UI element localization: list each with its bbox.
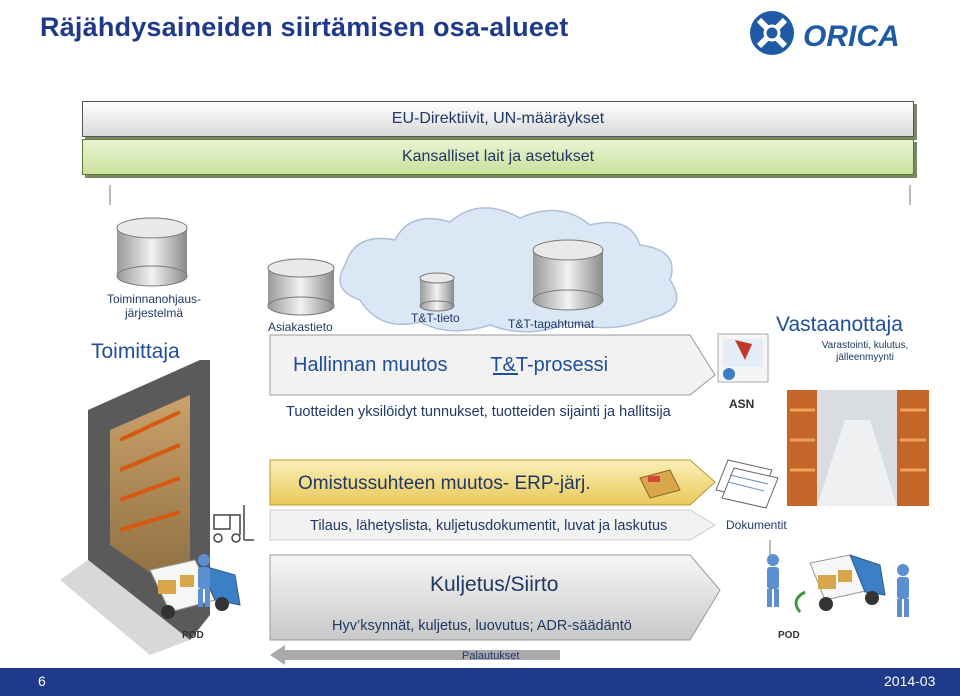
supplier-system-label: Toiminnanohjaus- järjestelmä bbox=[106, 292, 202, 320]
frame-lines bbox=[109, 185, 911, 205]
asn-label: ASN bbox=[729, 397, 755, 411]
admin-change-label: Hallinnan muutos bbox=[293, 354, 448, 376]
page-number: 6 bbox=[38, 673, 46, 689]
cloud-icon bbox=[339, 207, 678, 333]
transport-title: Kuljetus/Siirto bbox=[430, 573, 559, 596]
returns-arrow bbox=[270, 645, 560, 665]
diagram-graphics bbox=[60, 185, 929, 665]
orica-logo: ORICA bbox=[750, 11, 900, 55]
tt-process-label: T&T-prosessi bbox=[490, 354, 609, 376]
tt-events-label: T&T-tapahtumat bbox=[508, 317, 595, 331]
tt-info-label: T&T-tieto bbox=[411, 311, 460, 325]
national-label: Kansalliset lait ja asetukset bbox=[401, 148, 595, 165]
person-icon-right-1 bbox=[767, 554, 779, 607]
logo-text: ORICA bbox=[803, 20, 900, 53]
warehouse-icon-supplier bbox=[60, 360, 210, 655]
erp-arrow bbox=[269, 459, 716, 506]
national-laws-bar: Kansalliset lait ja asetukset bbox=[82, 139, 914, 175]
database-icon-customer bbox=[267, 258, 335, 316]
footer-date: 2014-03 bbox=[884, 673, 936, 689]
database-icon-tt-events bbox=[532, 239, 604, 311]
supplier-label: Toimittaja bbox=[91, 340, 180, 363]
identifiers-text: Tuotteiden yksilöidyt tunnukset, tuottei… bbox=[286, 404, 671, 420]
transport-sub: Hyv’ksynnät, kuljetus, luovutus; ADR-sää… bbox=[332, 618, 632, 634]
returns-label: Palautukset bbox=[462, 650, 520, 662]
footer-bar bbox=[0, 668, 960, 696]
truck-icon-right bbox=[794, 554, 886, 613]
receiver-sub-label: Varastointi, kulutus, jälleenmyynti bbox=[821, 340, 909, 363]
pod-left-label: POD bbox=[182, 630, 204, 641]
person-icon-left bbox=[198, 554, 210, 607]
forklift-icon bbox=[213, 505, 254, 543]
receiver-label: Vastaanottaja bbox=[776, 313, 903, 336]
person-icon-right-2 bbox=[897, 564, 909, 617]
page-title: Räjähdysaineiden siirtämisen osa-alueet bbox=[40, 12, 569, 42]
computer-icon bbox=[717, 333, 769, 383]
database-icon-supplier bbox=[116, 217, 188, 287]
ownership-label: Omistussuhteen muutos- ERP-järj. bbox=[298, 473, 591, 494]
eu-directives-bar: EU-Direktiivit, UN-määräykset bbox=[82, 101, 914, 137]
process-text: Hallinnan muutos T&T-prosessi bbox=[293, 354, 608, 377]
transport-arrow bbox=[269, 554, 721, 641]
tt-process-arrow bbox=[269, 334, 716, 396]
documents-list-label: Tilaus, lähetyslista, kuljetusdokumentit… bbox=[310, 518, 668, 534]
warehouse-icon-receiver bbox=[787, 390, 929, 506]
documents-label: Dokumentit bbox=[726, 518, 787, 532]
database-icon-tt-info bbox=[419, 272, 455, 312]
pod-right-label: POD bbox=[778, 630, 800, 641]
orica-logo-mark bbox=[750, 11, 794, 55]
documents-arrow bbox=[269, 509, 716, 541]
customer-db-label: Asiakastieto bbox=[268, 320, 333, 334]
package-icon bbox=[639, 469, 681, 499]
eu-label: EU-Direktiivit, UN-määräykset bbox=[391, 110, 605, 127]
document-icon bbox=[715, 459, 779, 509]
